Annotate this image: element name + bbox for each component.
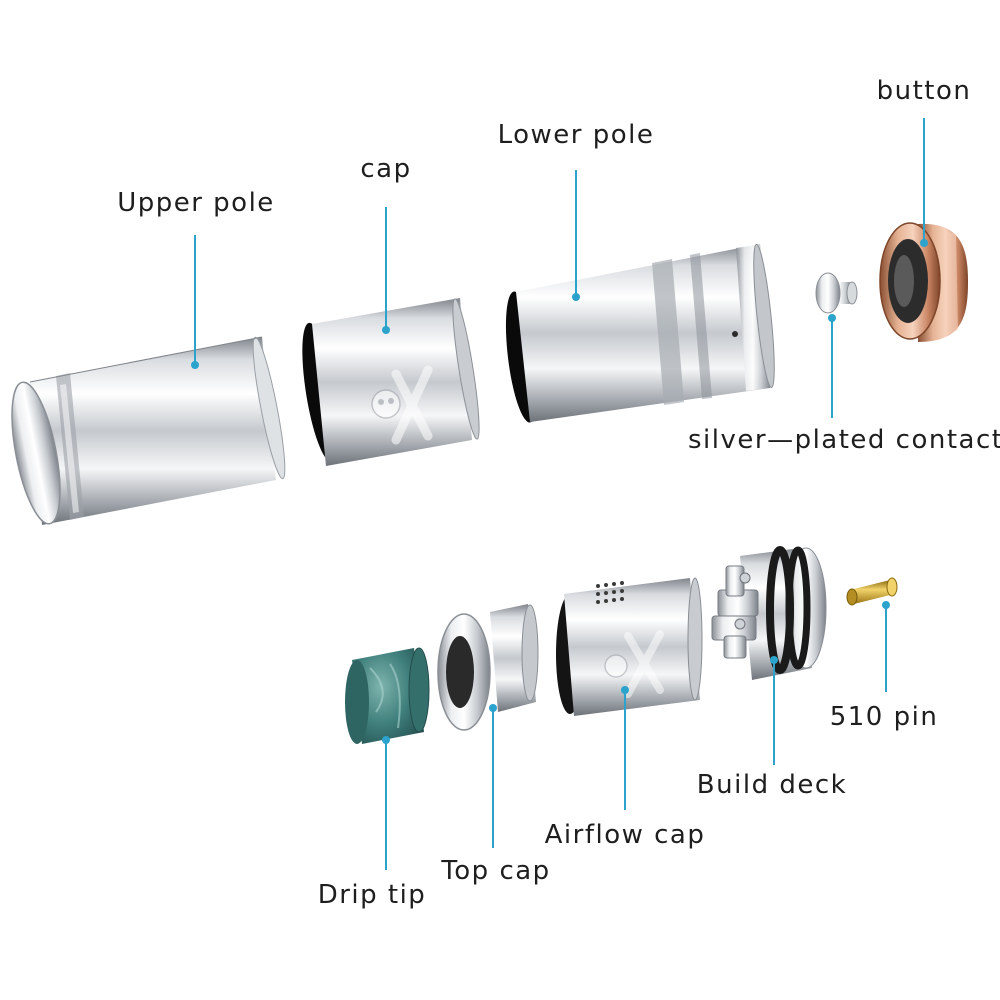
leader-dot: [621, 686, 629, 694]
label-top-cap: Top cap: [441, 856, 551, 886]
top-cap-part: [437, 604, 539, 731]
skull-logo-icon: [371, 365, 433, 445]
leader-lines: [194, 118, 925, 870]
airflow-holes-icon: [596, 581, 624, 604]
lower-pole-part: [505, 243, 775, 423]
label-lower-pole: Lower pole: [497, 120, 655, 150]
leader-dot: [191, 361, 199, 369]
upper-pole-part: [11, 336, 286, 525]
airflow-cap-part: [556, 577, 703, 716]
airflow-hole-icon: [732, 331, 738, 337]
silver-plated-contact-part: [815, 272, 858, 314]
leader-dot: [920, 239, 928, 247]
leader-dot: [572, 293, 580, 301]
button-part: [879, 222, 968, 342]
build-deck-part: [711, 546, 827, 680]
leader-dot: [770, 656, 778, 664]
leader-dot: [382, 736, 390, 744]
leader-dot: [489, 704, 497, 712]
cap-part: [302, 298, 480, 466]
label-silver-plated-contacts: silver—plated contacts: [688, 425, 1000, 455]
label-build-deck: Build deck: [696, 770, 848, 800]
leader-dot: [828, 314, 836, 322]
leader-dot: [382, 326, 390, 334]
post-block: [711, 565, 759, 659]
label-510-pin: 510 pin: [829, 702, 939, 732]
leader-dot: [882, 601, 890, 609]
skull-logo-icon: [604, 630, 664, 698]
drip-tip-part: [345, 647, 430, 744]
510-pin-part: [846, 577, 898, 606]
label-airflow-cap: Airflow cap: [544, 820, 706, 850]
label-upper-pole: Upper pole: [117, 188, 275, 218]
leader-dots: [191, 239, 928, 744]
label-cap: cap: [360, 154, 412, 184]
label-button: button: [876, 76, 972, 106]
label-drip-tip: Drip tip: [317, 880, 427, 910]
